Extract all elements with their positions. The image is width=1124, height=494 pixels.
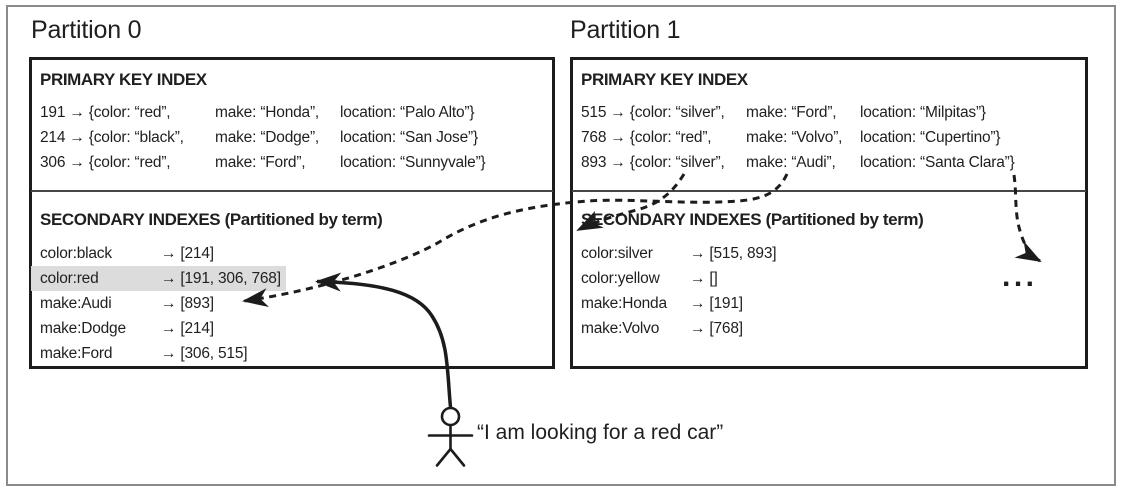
index-term: color:red xyxy=(40,270,99,287)
row-location: location: “Sunnyvale”} xyxy=(340,154,486,171)
user-query-quote: “I am looking for a red car” xyxy=(477,421,724,444)
primary-row: 214 → {color: “black”, make: “Dodge”, loca… xyxy=(40,125,549,150)
outer-frame xyxy=(6,5,1116,486)
row-make: make: “Honda”, xyxy=(215,104,320,121)
index-term: make:Dodge xyxy=(40,320,126,337)
row-location: location: “Milpitas”} xyxy=(860,104,986,121)
row-key-doc: 214 → {color: “black”, xyxy=(40,129,184,146)
row-make: make: “Audi”, xyxy=(746,154,836,171)
primary-key-index-heading: PRIMARY KEY INDEX xyxy=(581,70,748,89)
secondary-index-row: make:Volvo → [768] xyxy=(581,316,743,341)
index-postings: → [768] xyxy=(690,320,743,337)
row-key-doc: 893 → {color: “silver”, xyxy=(581,154,725,171)
primary-row: 515 → {color: “silver”, make: “Ford”, loca… xyxy=(581,100,1082,125)
index-postings: → [] xyxy=(690,270,718,287)
row-key-doc: 768 → {color: “red”, xyxy=(581,129,712,146)
index-postings: → [191] xyxy=(690,295,743,312)
index-postings: → [893] xyxy=(161,295,214,312)
index-postings: → [214] xyxy=(161,245,214,262)
secondary-indexes-heading: SECONDARY INDEXES (Partitioned by term) xyxy=(581,210,924,229)
primary-row: 893 → {color: “silver”, make: “Audi”, loca… xyxy=(581,150,1082,175)
row-key-doc: 306 → {color: “red”, xyxy=(40,154,171,171)
index-postings: → [306, 515] xyxy=(161,345,248,362)
partition-0-title: Partition 0 xyxy=(31,16,142,44)
row-location: location: “Palo Alto”} xyxy=(340,104,475,121)
section-divider xyxy=(31,190,553,192)
index-postings: → [191, 306, 768] xyxy=(161,270,281,287)
secondary-index-row: color:silver → [515, 893] xyxy=(581,241,777,266)
secondary-index-rows: color:black → [214] color:red → [191, 306,… xyxy=(31,241,549,366)
primary-row: 768 → {color: “red”, make: “Volvo”, locati… xyxy=(581,125,1082,150)
row-location: location: “Santa Clara”} xyxy=(860,154,1015,171)
other-partitions-ellipsis: ... xyxy=(1002,260,1038,293)
row-key-doc: 191 → {color: “red”, xyxy=(40,104,171,121)
secondary-indexes-heading: SECONDARY INDEXES (Partitioned by term) xyxy=(40,210,383,229)
row-make: make: “Dodge”, xyxy=(215,129,320,146)
row-make: make: “Volvo”, xyxy=(746,129,843,146)
index-term: make:Ford xyxy=(40,345,113,362)
row-location: location: “San Jose”} xyxy=(340,129,478,146)
index-term: make:Volvo xyxy=(581,320,660,337)
secondary-index-row: make:Dodge → [214] xyxy=(40,316,214,341)
row-location: location: “Cupertino”} xyxy=(860,129,1001,146)
row-make: make: “Ford”, xyxy=(746,104,837,121)
index-term: make:Audi xyxy=(40,295,112,312)
secondary-index-row: make:Honda → [191] xyxy=(581,291,743,316)
primary-key-rows: 191 → {color: “red”, make: “Honda”, locati… xyxy=(40,100,549,175)
index-postings: → [214] xyxy=(161,320,214,337)
index-postings: → [515, 893] xyxy=(690,245,777,262)
secondary-index-row: color:black → [214] xyxy=(40,241,214,266)
primary-row: 306 → {color: “red”, make: “Ford”, locatio… xyxy=(40,150,549,175)
secondary-index-row: make:Audi → [893] xyxy=(40,291,214,316)
index-term: make:Honda xyxy=(581,295,667,312)
secondary-index-row: make:Ford → [306, 515] xyxy=(40,341,248,366)
index-term: color:silver xyxy=(581,245,653,262)
row-key-doc: 515 → {color: “silver”, xyxy=(581,104,725,121)
partition-0-box: PRIMARY KEY INDEX 191 → {color: “red”, ma… xyxy=(29,57,555,369)
primary-row: 191 → {color: “red”, make: “Honda”, locati… xyxy=(40,100,549,125)
row-make: make: “Ford”, xyxy=(215,154,306,171)
partition-1-box: PRIMARY KEY INDEX 515 → {color: “silver”… xyxy=(570,57,1088,369)
secondary-index-row-highlighted: color:red → [191, 306, 768] xyxy=(31,266,286,291)
index-term: color:black xyxy=(40,245,112,262)
partition-1-title: Partition 1 xyxy=(570,16,681,44)
section-divider xyxy=(572,190,1086,192)
primary-key-rows: 515 → {color: “silver”, make: “Ford”, loca… xyxy=(581,100,1082,175)
primary-key-index-heading: PRIMARY KEY INDEX xyxy=(40,70,207,89)
secondary-index-row: color:yellow → [] xyxy=(581,266,718,291)
index-term: color:yellow xyxy=(581,270,660,287)
